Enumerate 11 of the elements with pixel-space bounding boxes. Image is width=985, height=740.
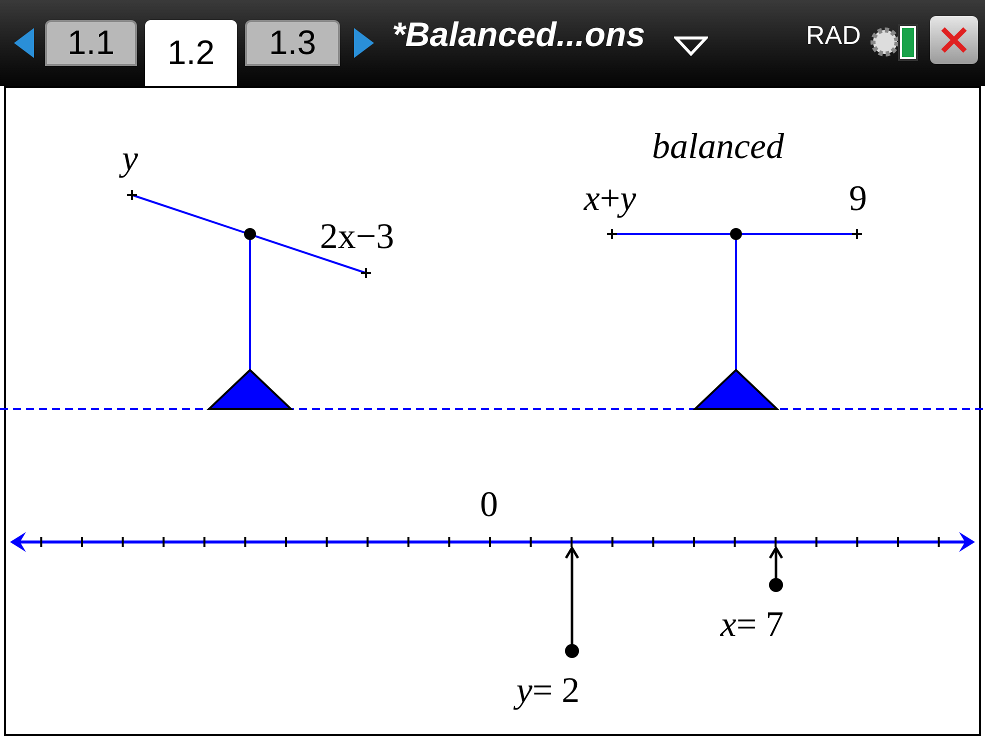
axis-tick-label: 0: [480, 486, 498, 522]
document-title: *Balanced...ons: [392, 18, 646, 52]
tab: 1.3: [245, 20, 340, 66]
angle-mode-indicator: RAD: [806, 22, 861, 48]
beam-end-label: 2x−3: [320, 218, 394, 254]
beam-end-label: x+y: [584, 180, 636, 216]
scale-state-label: balanced: [652, 128, 784, 164]
tab: 1.1: [45, 20, 137, 66]
slider-value-label: x= 7: [720, 606, 784, 642]
active-tab: 1.2: [145, 20, 237, 86]
beam-end-label: 9: [849, 180, 867, 216]
